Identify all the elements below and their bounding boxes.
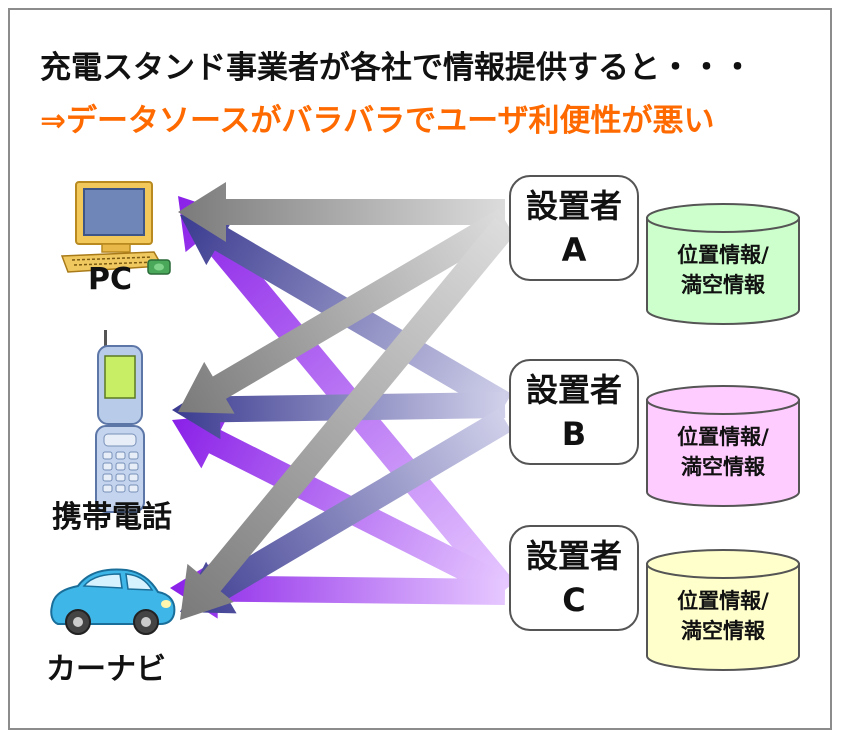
database-c-line1: 位置情報/ xyxy=(677,589,769,613)
car-navigation-icon xyxy=(50,568,176,635)
database-cylinder-c xyxy=(646,549,800,671)
arrow-a-to-mobile xyxy=(178,208,512,414)
device-label-mobile: 携帯電話 xyxy=(52,500,172,535)
database-b-label: 位置情報/ 満空情報 xyxy=(648,422,798,482)
database-cylinder-b xyxy=(646,385,800,507)
installer-box-c xyxy=(509,525,639,631)
installer-c-letter: C xyxy=(562,581,586,619)
installer-b-name: 設置者 xyxy=(525,371,622,409)
database-a-line1: 位置情報/ xyxy=(677,243,769,267)
installer-c-label: 設置者 C xyxy=(510,534,638,622)
installer-b-letter: B xyxy=(561,415,587,453)
installer-c-name: 設置者 xyxy=(525,537,622,575)
arrow-b-to-car xyxy=(180,408,512,614)
database-c-label: 位置情報/ 満空情報 xyxy=(648,586,798,646)
pc-icon xyxy=(60,181,171,275)
installer-box-a xyxy=(509,175,639,281)
arrow-c-to-car xyxy=(170,558,506,619)
database-cylinder-a xyxy=(646,203,800,325)
database-a-line2: 満空情報 xyxy=(681,273,765,297)
database-b-line2: 満空情報 xyxy=(681,455,765,479)
installer-a-label: 設置者 A xyxy=(510,184,638,272)
slide-subtitle: ⇒データソースがバラバラでユーザ利便性が悪い xyxy=(40,103,715,139)
installer-a-letter: A xyxy=(561,231,587,269)
installer-box-b xyxy=(509,359,639,465)
database-c-line2: 満空情報 xyxy=(681,619,765,643)
database-a-label: 位置情報/ 満空情報 xyxy=(648,240,798,300)
installer-b-label: 設置者 B xyxy=(510,368,638,456)
database-b-line1: 位置情報/ xyxy=(677,425,769,449)
arrow-a-to-pc xyxy=(178,182,505,242)
arrow-group xyxy=(170,182,516,620)
mobile-phone-icon xyxy=(95,330,145,513)
device-label-car-navi: カーナビ xyxy=(46,652,166,687)
device-label-pc: PC xyxy=(88,262,133,297)
installer-a-name: 設置者 xyxy=(525,187,622,225)
arrow-a-to-car xyxy=(180,217,516,620)
slide-title: 充電スタンド事業者が各社で情報提供すると・・・ xyxy=(40,50,753,86)
